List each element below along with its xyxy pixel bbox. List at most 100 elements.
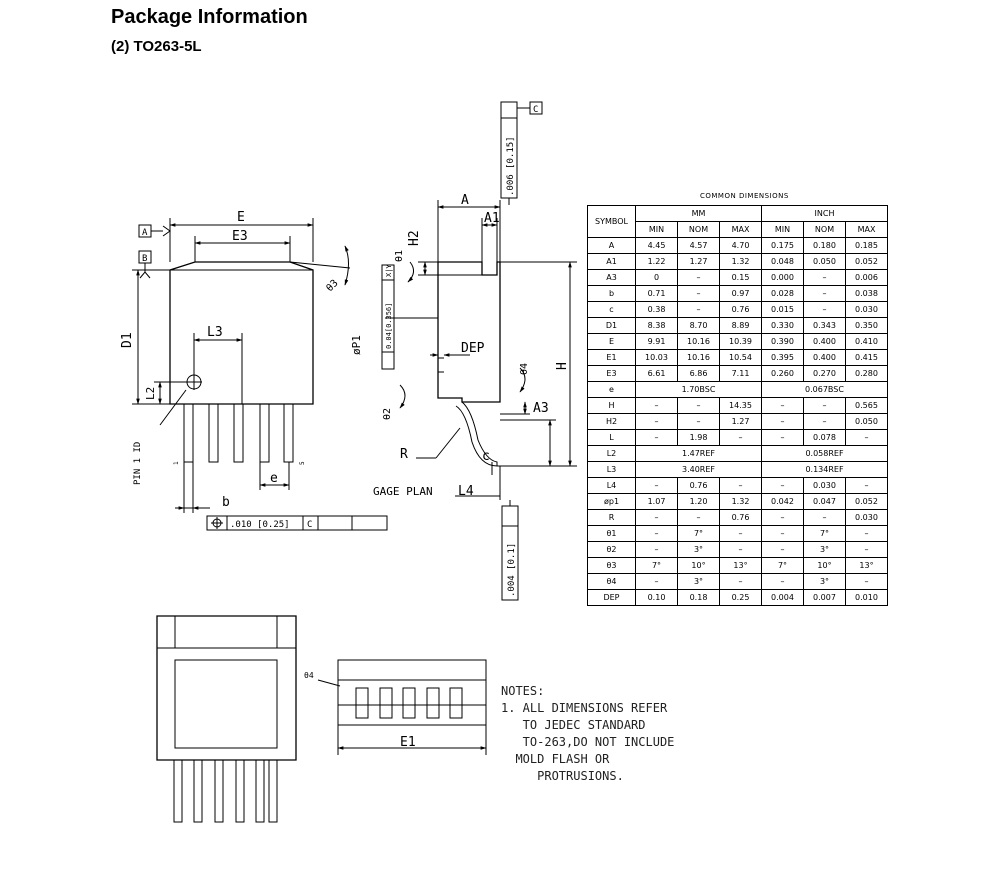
header-inch: INCH	[761, 205, 888, 222]
table-cell: 3°	[803, 573, 846, 590]
label-gage-plane: GAGE PLAN	[373, 485, 433, 498]
row-symbol: θ4	[587, 573, 636, 590]
table-cell: 0.052	[845, 493, 888, 510]
label-H2: H2	[407, 230, 422, 246]
datum-A: A	[142, 228, 148, 238]
table-cell: 3°	[803, 541, 846, 558]
row-symbol: A1	[587, 253, 636, 270]
row-symbol: c	[587, 301, 636, 318]
label-theta1: θ1	[394, 250, 405, 262]
table-cell: 1.27	[677, 253, 720, 270]
notes-heading: NOTES:	[501, 684, 545, 698]
subheader: NOM	[677, 221, 720, 238]
label-A1: A1	[484, 211, 500, 226]
table-caption: COMMON DIMENSIONS	[700, 192, 789, 200]
table-cell: –	[677, 509, 720, 526]
table-cell: 0.028	[761, 285, 804, 302]
notes: NOTES: 1. ALL DIMENSIONS REFER TO JEDEC …	[501, 683, 674, 785]
table-cell: –	[635, 541, 678, 558]
notes-line: TO JEDEC STANDARD	[501, 718, 646, 732]
table-cell: –	[677, 285, 720, 302]
table-cell: –	[803, 509, 846, 526]
table-cell: 8.38	[635, 317, 678, 334]
table-cell: 0.25	[719, 589, 762, 606]
datum-B: B	[142, 254, 147, 264]
hole-ref: X|Y	[385, 264, 393, 277]
row-symbol: L4	[587, 477, 636, 494]
label-H: H	[555, 362, 570, 370]
page-title: Package Information	[111, 6, 308, 28]
table-cell: –	[803, 285, 846, 302]
table-cell: 0.006	[845, 269, 888, 286]
table-cell: 10.39	[719, 333, 762, 350]
table-cell: 0.030	[845, 509, 888, 526]
table-cell: –	[845, 429, 888, 446]
table-cell-mm: 3.40REF	[635, 461, 762, 478]
dimension-table: SYMBOL MM INCH MIN NOM MAX MIN NOM MAX A…	[587, 205, 888, 606]
position-ref: C	[307, 520, 312, 530]
table-cell: 0.395	[761, 349, 804, 366]
table-cell: 10.54	[719, 349, 762, 366]
table-cell: 0.007	[803, 589, 846, 606]
table-row: R––0.76––0.030	[587, 509, 888, 526]
table-cell: –	[719, 477, 762, 494]
table-cell: –	[719, 429, 762, 446]
label-theta2: θ2	[382, 408, 393, 420]
label-E: E	[237, 210, 245, 225]
label-D1: D1	[120, 332, 135, 348]
row-symbol: A	[587, 237, 636, 254]
row-symbol: θ3	[587, 557, 636, 574]
table-cell: –	[719, 525, 762, 542]
table-cell: 0.050	[803, 253, 846, 270]
table-row: L4–0.76––0.030–	[587, 477, 888, 494]
subheader: MIN	[761, 221, 804, 238]
row-symbol: L2	[587, 445, 636, 462]
table-cell: –	[677, 397, 720, 414]
table-cell: 0.390	[761, 333, 804, 350]
table-cell: 9.91	[635, 333, 678, 350]
table-cell: 0.030	[845, 301, 888, 318]
table-cell: 0.10	[635, 589, 678, 606]
table-cell: 10.16	[677, 333, 720, 350]
label-A: A	[461, 193, 469, 208]
label-pin-first: 1	[173, 461, 180, 465]
table-cell: 0.010	[845, 589, 888, 606]
table-cell: 1.07	[635, 493, 678, 510]
table-row: H2––1.27––0.050	[587, 413, 888, 430]
table-cell: 6.61	[635, 365, 678, 382]
side-view	[381, 101, 577, 601]
table-cell: 7°	[761, 557, 804, 574]
table-cell: –	[719, 573, 762, 590]
table-cell: 0.400	[803, 333, 846, 350]
table-cell: 0.71	[635, 285, 678, 302]
table-cell: 7°	[803, 525, 846, 542]
table-cell: –	[845, 525, 888, 542]
subheader: MAX	[845, 221, 888, 238]
table-cell: 0.15	[719, 269, 762, 286]
notes-line: MOLD FLASH OR	[501, 752, 610, 766]
label-L3: L3	[207, 325, 223, 340]
subheader: MAX	[719, 221, 762, 238]
table-cell: –	[803, 269, 846, 286]
table-cell: 0.350	[845, 317, 888, 334]
label-pin-last: 5	[299, 461, 306, 465]
position-tolerance: .010 [0.25]	[230, 520, 290, 530]
table-cell: 4.45	[635, 237, 678, 254]
row-symbol: R	[587, 509, 636, 526]
table-cell: 7°	[635, 557, 678, 574]
label-E1: E1	[400, 735, 416, 750]
table-cell: 1.20	[677, 493, 720, 510]
table-cell: 1.27	[719, 413, 762, 430]
table-cell: 0.015	[761, 301, 804, 318]
table-cell: –	[803, 301, 846, 318]
